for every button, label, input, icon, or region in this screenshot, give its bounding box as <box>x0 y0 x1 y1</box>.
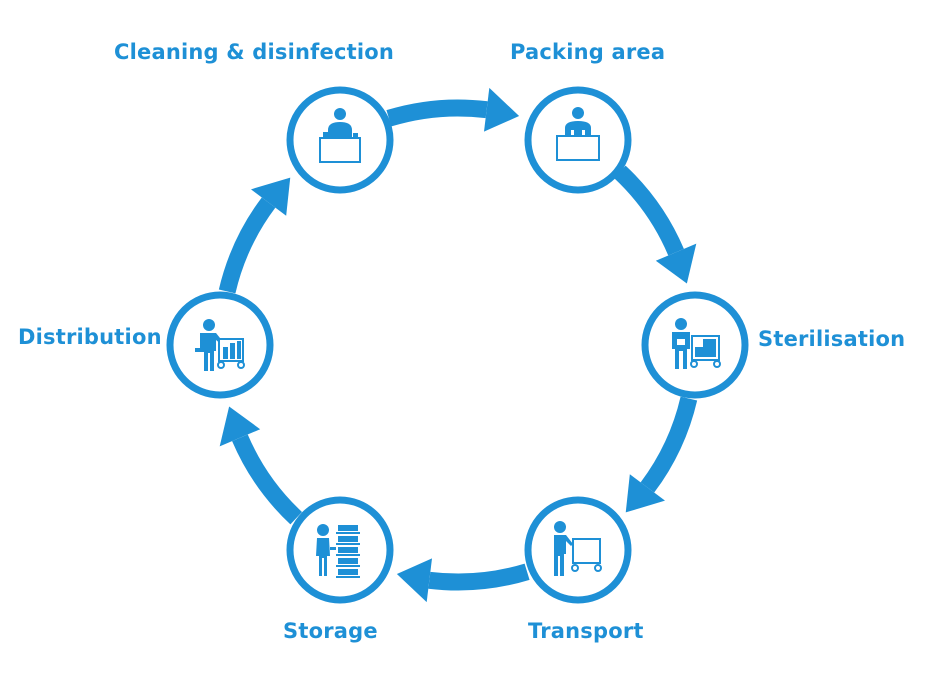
arrowhead-cleaning <box>251 177 291 216</box>
step-node-sterilisation <box>641 291 749 399</box>
step-label-transport: Transport <box>528 619 644 643</box>
step-node-transport <box>524 496 632 604</box>
arrow-transport-to-storage <box>428 563 530 591</box>
arrowhead-sterilisation <box>655 243 697 284</box>
step-node-packing <box>524 86 632 194</box>
step-label-storage: Storage <box>283 619 378 643</box>
arrow-storage-to-distribution <box>232 434 303 525</box>
arrowhead-transport <box>625 474 665 513</box>
person-pushing-cart-icon <box>554 521 602 576</box>
cycle-arrows <box>218 99 698 591</box>
step-label-cleaning: Cleaning & disinfection <box>114 40 395 64</box>
step-node-storage <box>286 496 394 604</box>
step-node-distribution <box>166 291 274 399</box>
person-at-workbench-with-instruments-icon <box>319 108 361 163</box>
person-at-packing-table-icon <box>556 107 600 161</box>
arrow-cleaning-to-packing <box>386 99 488 127</box>
person-with-sterilizer-cart-icon <box>672 318 721 369</box>
arrow-distribution-to-cleaning <box>218 197 276 294</box>
cycle-arrowheads <box>219 87 697 603</box>
person-with-distribution-cart-icon <box>195 319 245 371</box>
arrow-sterilisation-to-transport <box>640 396 698 493</box>
step-node-cleaning <box>286 86 394 194</box>
arrowhead-storage <box>396 558 433 603</box>
arrowhead-distribution <box>219 406 261 447</box>
step-label-sterilisation: Sterilisation <box>758 327 906 351</box>
step-label-distribution: Distribution <box>18 325 162 349</box>
arrow-packing-to-sterilisation <box>613 165 684 256</box>
person-at-shelves-icon <box>316 524 360 578</box>
arrowhead-packing <box>483 87 520 132</box>
step-label-packing: Packing area <box>510 40 666 64</box>
